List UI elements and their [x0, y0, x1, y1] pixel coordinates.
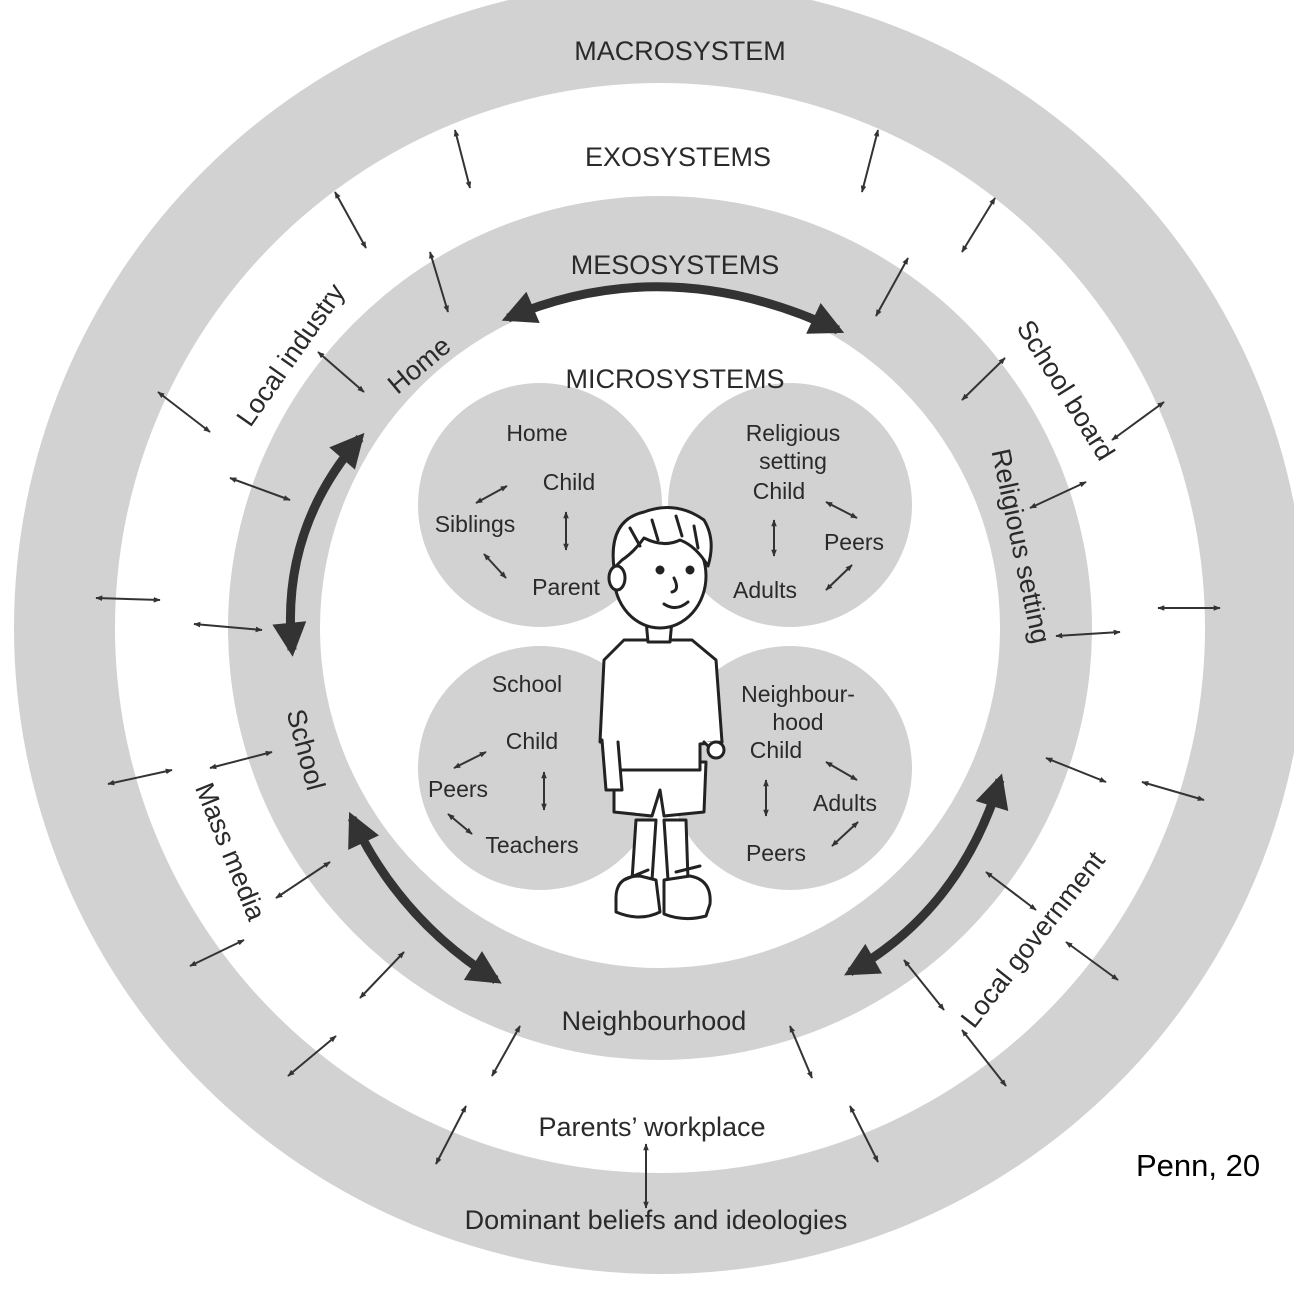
interaction-arrow — [1111, 401, 1165, 441]
interaction-arrow — [95, 595, 161, 603]
micro-religious-title-2: setting — [759, 448, 827, 474]
interaction-arrow — [789, 1025, 813, 1079]
macrosystem-label: MACROSYSTEM — [574, 36, 786, 66]
system-interaction-arrows — [95, 129, 1221, 1209]
interaction-arrow — [359, 951, 405, 999]
interaction-arrow — [1045, 757, 1107, 783]
religious-child-peers-arrow — [825, 501, 858, 519]
religious-peers-adults-arrow — [825, 564, 853, 591]
micro-neighbourhood-child: Child — [750, 737, 802, 763]
home-religious-meso-arrow — [501, 282, 845, 335]
interaction-arrow — [317, 351, 365, 393]
child-figure — [598, 506, 726, 921]
micro-neighbourhood-title-1: Neighbour- — [741, 681, 855, 707]
micro-home-child: Child — [543, 469, 595, 495]
interaction-arrow — [1141, 781, 1205, 801]
interaction-arrow — [453, 129, 472, 189]
micro-religious-peers: Peers — [824, 529, 884, 555]
interaction-arrow — [429, 251, 449, 313]
parents-workplace-label: Parents’ workplace — [538, 1112, 765, 1142]
mesosystem-arrows — [272, 282, 1009, 984]
interaction-arrow — [1029, 481, 1087, 509]
interaction-arrow — [961, 1029, 1007, 1087]
micro-school-child: Child — [506, 728, 558, 754]
interaction-arrow — [961, 357, 1006, 401]
home-child-siblings-arrow — [475, 485, 508, 504]
home-microsystem-circle — [418, 383, 662, 627]
interaction-arrow — [435, 1105, 467, 1165]
micro-home-siblings: Siblings — [435, 511, 516, 537]
interaction-arrow — [491, 1025, 521, 1077]
interaction-arrow — [229, 477, 291, 501]
interaction-arrow — [985, 871, 1037, 911]
mesosystems-label: MESOSYSTEMS — [571, 250, 780, 280]
interaction-arrow — [209, 750, 273, 770]
interaction-arrow — [1065, 941, 1119, 981]
school-neighbourhood-meso-arrow — [347, 811, 502, 984]
micro-school-peers: Peers — [428, 776, 488, 802]
meso-neighbourhood-label: Neighbourhood — [562, 1006, 747, 1036]
micro-neighbourhood-peers: Peers — [746, 840, 806, 866]
micro-religious-title-1: Religious — [746, 420, 841, 446]
interaction-arrow — [275, 861, 331, 899]
interaction-arrow — [189, 939, 245, 967]
interaction-arrow — [193, 621, 263, 633]
interaction-arrow — [903, 959, 945, 1011]
interaction-arrow — [849, 1105, 879, 1163]
interaction-arrow — [961, 197, 996, 253]
micro-school-teachers: Teachers — [485, 832, 578, 858]
interaction-arrow — [875, 257, 909, 317]
source-credit: Penn, 20 — [1136, 1148, 1260, 1183]
dominant-beliefs-label: Dominant beliefs and ideologies — [465, 1205, 848, 1235]
interaction-arrow — [157, 391, 211, 433]
exosystems-label: EXOSYSTEMS — [585, 142, 771, 172]
micro-home-title: Home — [506, 420, 567, 446]
micro-neighbourhood-adults: Adults — [813, 790, 877, 816]
school-child-peers-arrow — [453, 751, 487, 769]
home-siblings-parent-arrow — [483, 553, 507, 579]
interaction-arrow — [107, 768, 173, 786]
interaction-arrow — [334, 191, 367, 249]
interaction-arrow — [860, 129, 880, 193]
interaction-arrow — [1055, 629, 1121, 639]
micro-home-parent: Parent — [532, 574, 600, 600]
microsystems-label: MICROSYSTEMS — [565, 364, 784, 394]
neighbourhood-religious-meso-arrow — [844, 773, 1009, 976]
micro-religious-adults: Adults — [733, 577, 797, 603]
micro-school-title: School — [492, 671, 562, 697]
home-school-meso-arrow — [272, 432, 365, 657]
interaction-arrow — [287, 1035, 337, 1077]
micro-religious-child: Child — [753, 478, 805, 504]
micro-neighbourhood-title-2: hood — [772, 709, 823, 735]
